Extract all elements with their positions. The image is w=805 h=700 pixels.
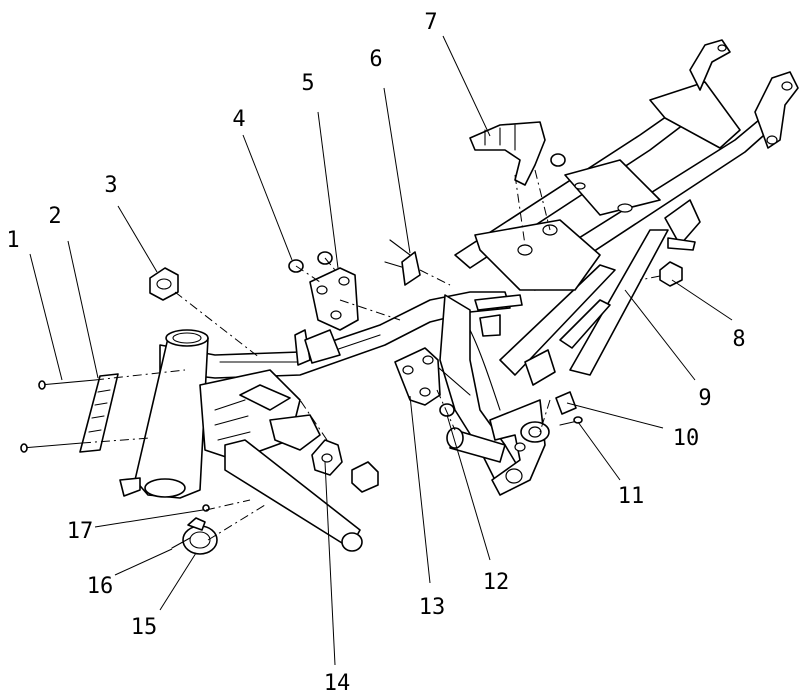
callout-6: 6	[369, 47, 382, 72]
callout-5: 5	[301, 71, 314, 96]
assembly-lines	[81, 169, 661, 541]
callout-15: 15	[131, 615, 158, 640]
part-15-16-17-clamp	[171, 504, 218, 555]
part-13-plate	[394, 347, 441, 406]
part-8-nut	[659, 261, 683, 287]
callout-17: 17	[67, 519, 94, 544]
callout-7: 7	[424, 10, 437, 35]
part-4-nuts	[288, 251, 333, 273]
part-1-bolts	[20, 379, 96, 453]
part-3-nut	[149, 267, 179, 301]
head-tube	[119, 329, 209, 499]
lower-cross-tube	[224, 414, 363, 552]
part-2-plate	[79, 373, 119, 453]
callout-12: 12	[483, 570, 510, 595]
front-brackets	[239, 329, 341, 411]
part-10-11-bolts	[555, 391, 583, 426]
callout-16: 16	[87, 574, 114, 599]
callout-1: 1	[6, 228, 19, 253]
callout-8: 8	[732, 327, 745, 352]
part-5-bracket	[309, 267, 359, 331]
callout-2: 2	[48, 204, 61, 229]
callout-11: 11	[618, 484, 645, 509]
part-6-clamp	[384, 239, 421, 286]
callout-3: 3	[104, 173, 117, 198]
callout-9: 9	[698, 386, 711, 411]
callout-labels: 1 2 3 4 5 6 7 8 9 10 11 12 13 14 15 16 1…	[6, 10, 745, 696]
callout-4: 4	[232, 107, 245, 132]
callout-14: 14	[324, 671, 351, 696]
leader-lines	[29, 35, 733, 666]
callout-13: 13	[419, 595, 446, 620]
part-14-clamp	[311, 439, 379, 493]
callout-10: 10	[673, 426, 700, 451]
part-7-bracket	[469, 121, 566, 186]
